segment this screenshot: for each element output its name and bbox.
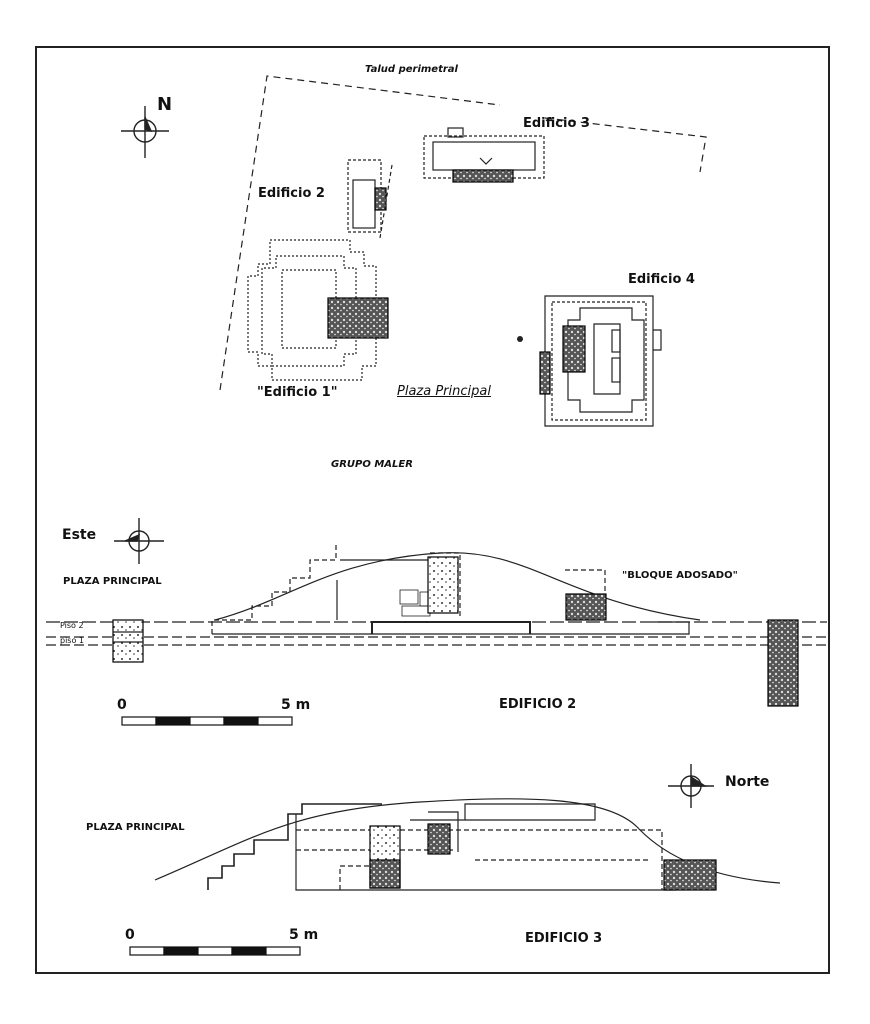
edificio-3-title: EDIFICIO 3: [525, 931, 603, 946]
scale-bar-2: [129, 946, 301, 956]
east-arrow-icon: [114, 518, 164, 564]
north-label: N: [157, 94, 173, 115]
edificio-3-label: Edificio 3: [523, 116, 590, 131]
edificio-2-label: Edificio 2: [258, 186, 325, 201]
bloque-adosado-label: "BLOQUE ADOSADO": [622, 570, 738, 581]
edificio-2-title: EDIFICIO 2: [499, 697, 577, 712]
scale-2-zero: 0: [125, 927, 135, 943]
perimeter-talud-east: [544, 117, 707, 173]
edificio-4-plan: [517, 295, 662, 427]
perimeter-talud: [219, 75, 501, 391]
edificio-4-label: Edificio 4: [628, 272, 695, 287]
edificio-2-plan: [347, 159, 393, 239]
scale-2-end: 5 m: [289, 927, 319, 943]
north-arrow-icon: [121, 106, 169, 158]
site-plan: [219, 75, 707, 427]
scale-1-zero: 0: [117, 697, 127, 713]
scale-1-end: 5 m: [281, 697, 311, 713]
edificio-1-label: "Edificio 1": [257, 385, 338, 400]
grupo-maler-title: GRUPO MALER: [331, 459, 413, 470]
plaza-principal-label: Plaza Principal: [397, 384, 491, 399]
este-label: Este: [62, 527, 97, 543]
drawing-frame: [35, 46, 830, 974]
talud-label: Talud perimetral: [365, 64, 458, 75]
edificio-1-plan: [247, 239, 389, 381]
plaza-principal-e2-label: PLAZA PRINCIPAL: [63, 576, 162, 587]
plaza-principal-e3-label: PLAZA PRINCIPAL: [86, 822, 185, 833]
piso-1-label: piso 1: [60, 636, 84, 645]
edificio-3-plan: [423, 127, 545, 183]
section-edificio-2: [46, 542, 827, 707]
piso-2-label: Piso 2: [60, 621, 84, 630]
north-arrow-section-icon: [668, 764, 714, 808]
section-edificio-3: [154, 798, 781, 891]
norte-label: Norte: [725, 774, 770, 790]
scale-bar-1: [121, 716, 293, 726]
